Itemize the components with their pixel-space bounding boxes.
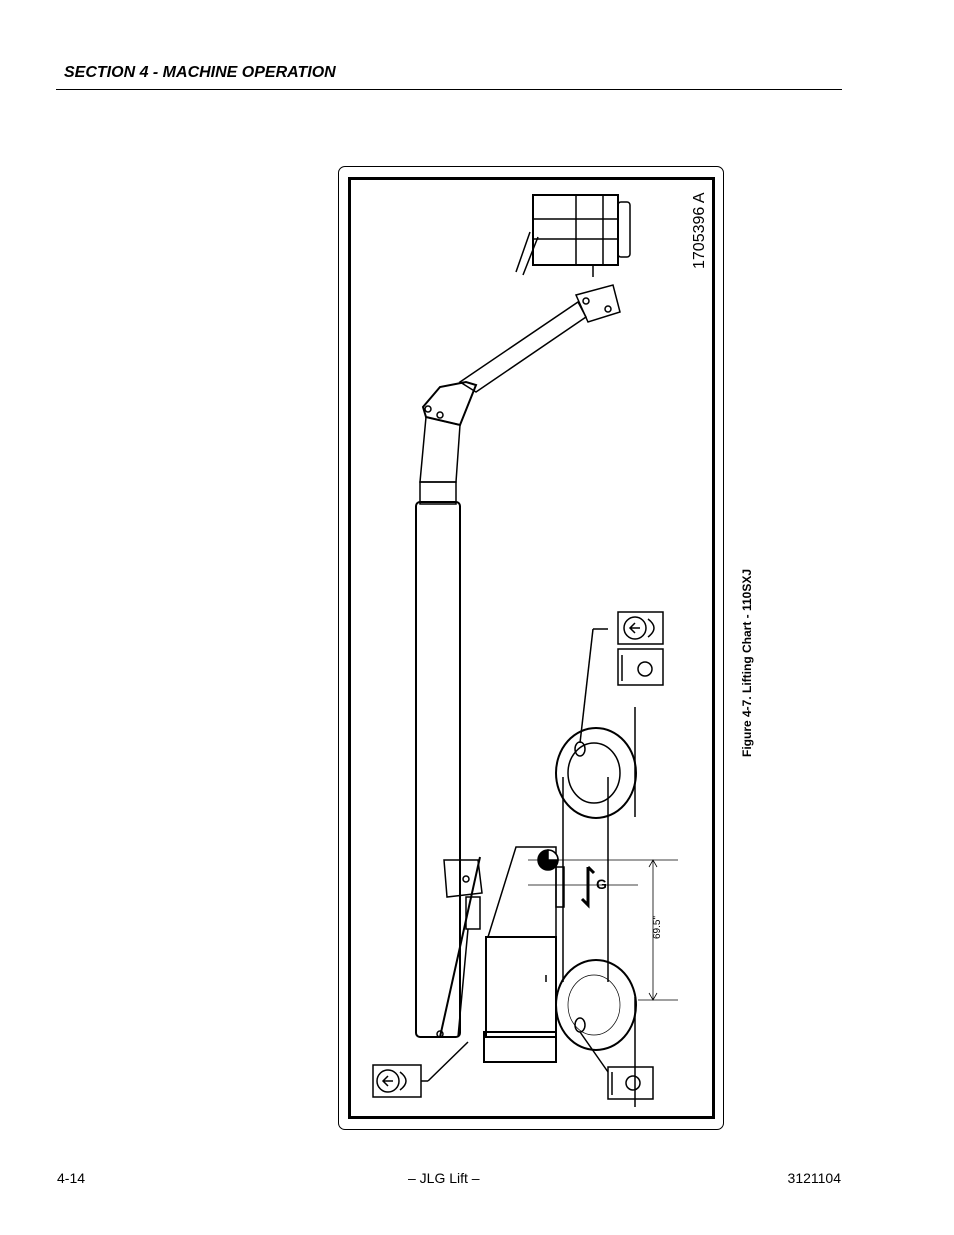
header-divider bbox=[56, 89, 842, 90]
platform bbox=[515, 194, 631, 277]
page-number: 4-14 bbox=[57, 1170, 86, 1186]
lift-point-decal-rear bbox=[579, 1031, 654, 1100]
jib bbox=[419, 284, 621, 483]
front-wheel bbox=[555, 727, 637, 819]
figure-frame bbox=[338, 166, 724, 1130]
section-title: SECTION 4 - MACHINE OPERATION bbox=[64, 64, 336, 81]
document-number: 3121104 bbox=[787, 1170, 841, 1186]
svg-text:G: G bbox=[596, 876, 607, 892]
dimension-label: 69.5" bbox=[652, 916, 663, 939]
chassis bbox=[562, 777, 609, 982]
figure-caption: Figure 4-7. Lifting Chart - 110SXJ bbox=[740, 568, 754, 757]
publisher-label: – JLG Lift – bbox=[408, 1170, 480, 1186]
center-of-gravity-symbol: G bbox=[528, 849, 678, 909]
lift-point-decal-front bbox=[579, 611, 664, 744]
dimension-line bbox=[638, 859, 678, 1001]
turntable bbox=[483, 846, 565, 1063]
rear-wheel bbox=[555, 959, 637, 1051]
lift-point-decal-boom bbox=[372, 1041, 469, 1098]
part-number: 1705396 A bbox=[691, 192, 708, 269]
figure-inner-border bbox=[348, 177, 715, 1119]
lifting-chart-drawing: G 69.5" bbox=[372, 192, 708, 1107]
main-boom bbox=[415, 481, 483, 1038]
lift-cylinder bbox=[439, 856, 481, 1038]
